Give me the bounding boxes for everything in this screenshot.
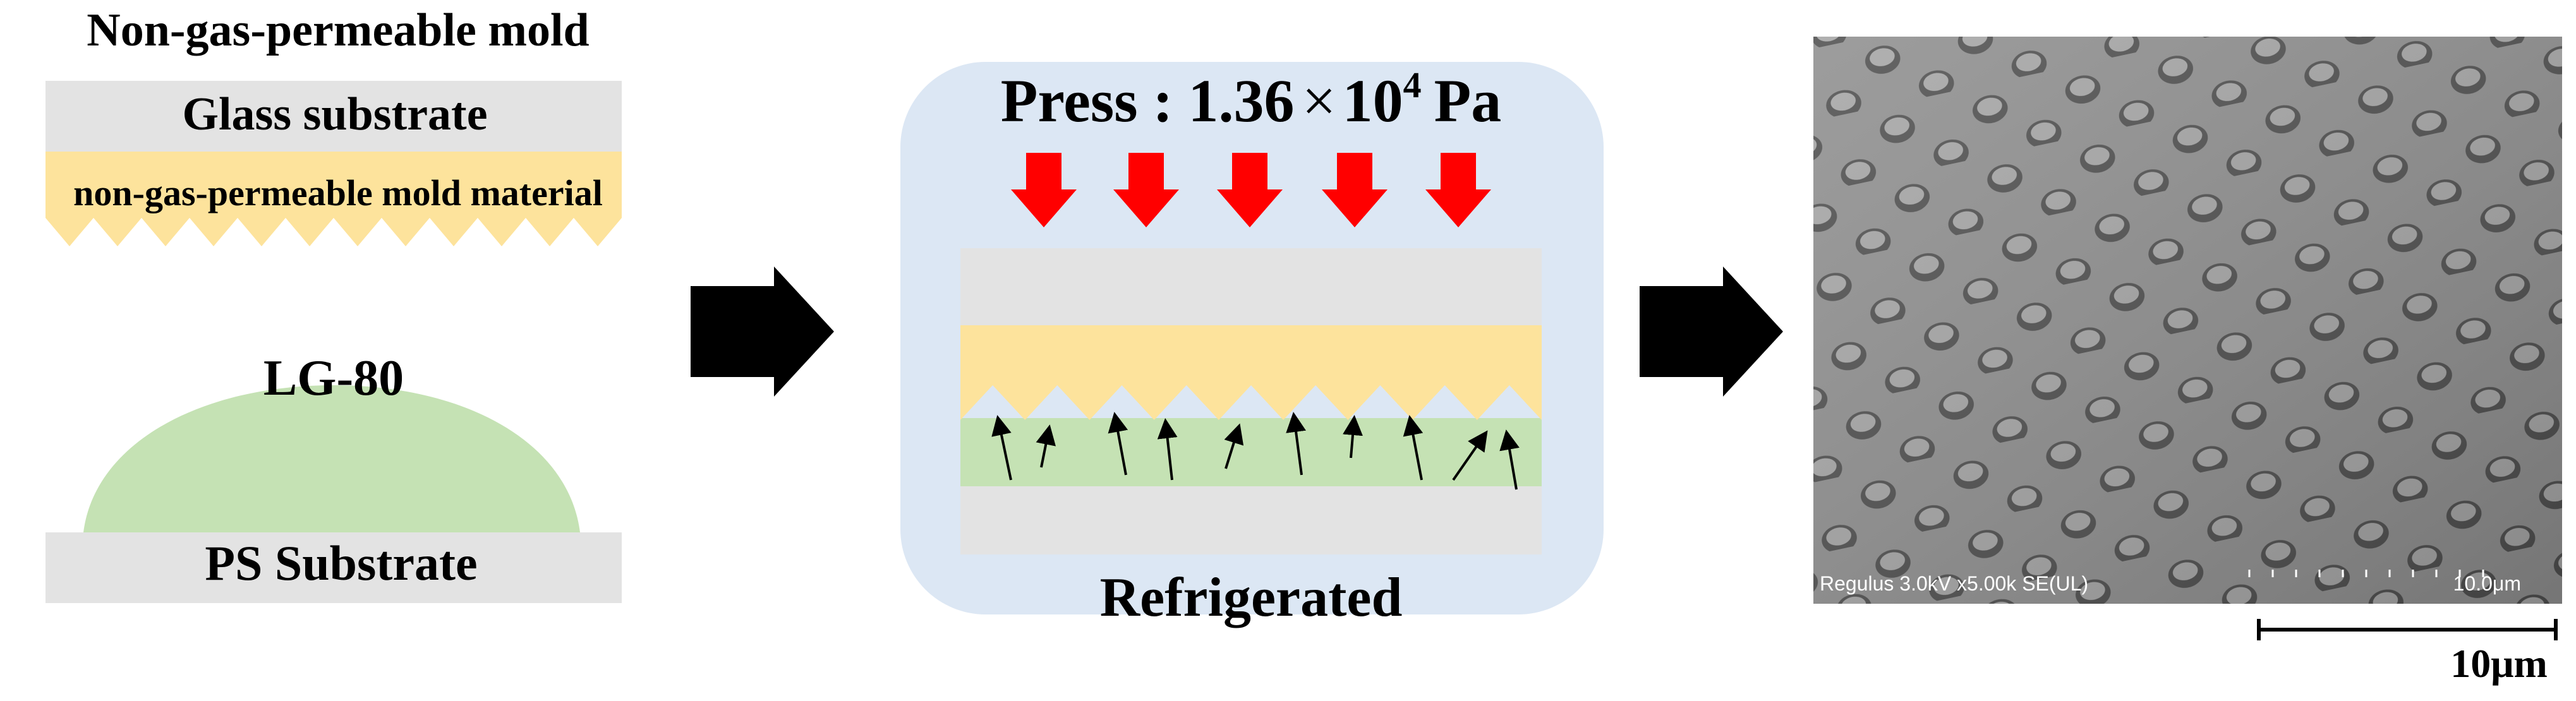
sem-internal-scale-ticks [2248,570,2484,577]
flow-arrow [991,415,1012,481]
press-arrows [1011,153,1491,227]
press-unit: Pa [1434,67,1502,135]
sem-scale-text: 10.0μm [2453,572,2521,595]
press-arrow [1425,153,1491,227]
flow-arrow [1343,415,1363,458]
flow-arrow [1452,430,1488,481]
scale-bar-label: 10μm [2450,641,2548,686]
press-value: Press : 1.36 [1001,67,1295,135]
flow-arrow [1157,418,1178,481]
press-label: Press : 1.36×104 Pa [1001,64,1502,135]
sem-info-text: Regulus 3.0kV x5.00k SE(UL) [1820,572,2088,595]
mold-material-layer [45,152,622,246]
mold-title: Non-gas-permeable mold [87,4,589,56]
scale-bar: 10μm [2257,619,2558,686]
process-arrow-right-1 [691,267,834,397]
press-exponent: 4 [1403,64,1422,105]
ps-substrate-layer [45,532,622,603]
press-ps-substrate-layer [960,486,1542,554]
lg80-resin-droplet [83,385,580,532]
press-mold-layer [960,325,1542,420]
gas-flow-arrows [991,412,1520,490]
press-arrow [1322,153,1388,227]
press-arrow [1011,153,1077,227]
press-resin-layer [960,418,1542,486]
flow-arrow [1403,415,1424,481]
sem-micrograph: Regulus 3.0kV x5.00k SE(UL) 10.0μm [1813,37,2562,604]
flow-arrow [1499,429,1520,490]
press-arrow [1113,153,1179,227]
ps-substrate-label: PS Substrate [205,536,477,590]
press-base: 10 [1343,67,1403,135]
process-arrow-right-2 [1640,267,1783,397]
press-times-sign: × [1302,67,1336,135]
flow-arrow [1224,423,1244,469]
flow-arrow [1036,424,1056,468]
press-panel: Press : 1.36×104 Pa Refrigerated [900,62,1604,628]
mold-material-label: non-gas-permeable mold material [73,172,603,213]
press-arrow [1217,153,1283,227]
glass-substrate-label: Glass substrate [182,88,487,140]
flow-arrow [1286,412,1306,476]
press-glass-layer [960,248,1542,325]
refrigerated-caption: Refrigerated [1100,567,1403,628]
sem-shading [1813,37,2562,604]
flow-arrow [1108,412,1128,476]
left-panel: Non-gas-permeable mold Glass substrate n… [45,4,622,603]
glass-substrate-layer [45,81,622,152]
lg80-label: LG-80 [263,350,404,406]
